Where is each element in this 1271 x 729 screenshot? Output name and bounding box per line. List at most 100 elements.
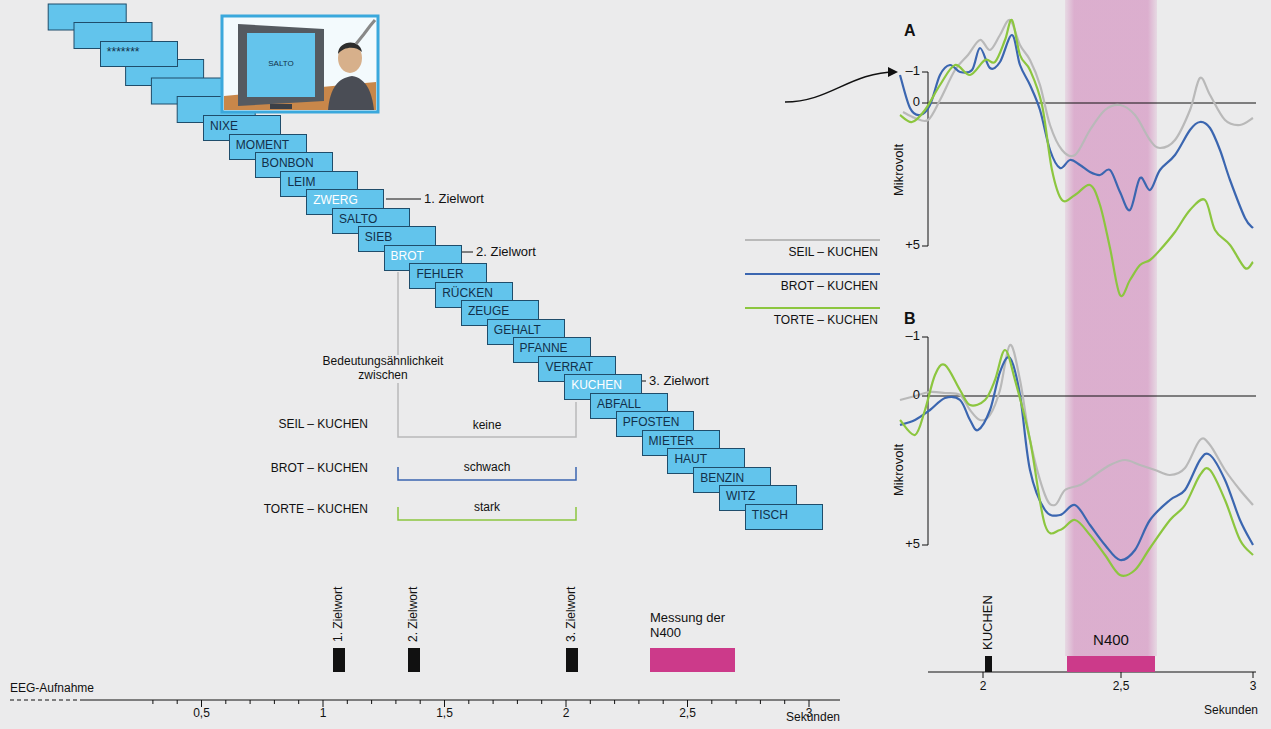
text-label: schwach [464,461,511,475]
tick [922,72,928,73]
word-card: ******* [100,41,178,67]
tick [152,700,153,704]
tick [177,700,178,704]
tick [760,700,761,704]
leader-line [462,252,473,253]
zero-line [922,103,1256,104]
text-label: 0 [913,388,920,403]
tick [250,700,251,704]
text-label: 2 [980,680,987,694]
tick [922,246,928,247]
text-label: B [904,310,916,328]
rotated-label: Mikrovolt [892,144,907,196]
tick [784,700,785,704]
erp-curve [900,357,1253,560]
rotated-label: 3. Zielwort [565,587,579,642]
text-label: –1 [906,64,920,79]
legend-text: SEIL – KUCHEN [788,246,878,260]
tick [323,700,324,707]
rotated-label: 1. Zielwort [332,587,346,642]
y-axis [928,337,929,545]
tick [1121,672,1122,678]
chart-axes [922,72,1256,678]
word-marker [408,648,420,672]
word-text: PFANNE [514,338,590,355]
monitor-stand [270,104,292,109]
erp-curve [900,350,1253,576]
word-text: ******* [101,42,177,59]
erp-curve [900,20,1253,296]
word-text: VERRAT [539,357,615,374]
screen-word: SALTO [247,59,315,69]
monitor-illustration [222,16,378,112]
tick [663,700,664,704]
word-card: TISCH [745,504,823,530]
y-axis [928,72,929,246]
n400-measure-bar [650,648,735,672]
legend-text: TORTE – KUCHEN [774,314,878,328]
tick [347,700,348,704]
erp-curve [900,345,1253,505]
legend-lines [745,240,880,308]
word-text: WITZ [720,486,796,503]
word-text: HAUT [668,449,744,466]
word-text: MIETER [643,431,719,448]
word-text: SALTO [333,209,409,226]
word-text: BENZIN [694,468,770,485]
tick [687,700,688,707]
rotated-label: Mikrovolt [892,444,907,496]
text-label: 0 [913,95,920,110]
text-label: EEG-Aufnahme [10,682,94,696]
word-text: SIEB [359,227,435,244]
text-label: keine [473,419,502,433]
text-label: –1 [906,329,920,344]
text-label: 2,5 [679,707,696,721]
text-label: Sekunden [786,711,840,725]
word-text: GEHALT [488,320,564,337]
text-label: 1 [320,707,327,721]
word-text: PFOSTEN [617,412,693,429]
text-label: 3. Zielwort [649,374,709,389]
timeline-axis [82,700,840,701]
tick [420,700,421,704]
tick [444,700,445,707]
text-label: 0,5 [193,707,210,721]
word-text: TISCH [746,505,822,522]
person-hair [338,42,362,54]
word-text: RÜCKEN [436,283,512,300]
word-text: NIXE [204,116,280,133]
text-label: BROT – KUCHEN [271,462,368,476]
tick [274,700,275,704]
text-label: 2,5 [1113,680,1130,694]
tick [590,700,591,704]
text-label: 3 [1250,680,1257,694]
n400-bar [1067,656,1155,672]
timeline-ticks [153,700,809,707]
text-label: +5 [905,537,920,552]
tick [809,700,810,707]
word-text: KUCHEN [565,375,641,392]
monitor-screen: SALTO [247,33,315,97]
person-body [328,76,374,110]
curved-arrow [785,72,896,102]
word-text: ZEUGE [462,301,538,318]
tick [225,700,226,704]
text-label: 2. Zielwort [476,245,536,260]
word-text: BONBON [256,153,332,170]
tick [298,700,299,704]
brackets [398,272,576,520]
word-text: BROT [385,246,461,263]
tick [201,700,202,707]
word-text: MOMENT [230,135,306,152]
word-text: FEHLER [410,264,486,281]
timeline [10,700,840,707]
word-text: LEIM [281,172,357,189]
tick [736,700,737,704]
text-label: 1. Zielwort [424,192,484,207]
tick [1253,672,1254,678]
legend-line-sample [745,239,880,241]
picture-frame [222,16,378,112]
text-label: +5 [905,238,920,253]
word-marker [333,648,345,672]
